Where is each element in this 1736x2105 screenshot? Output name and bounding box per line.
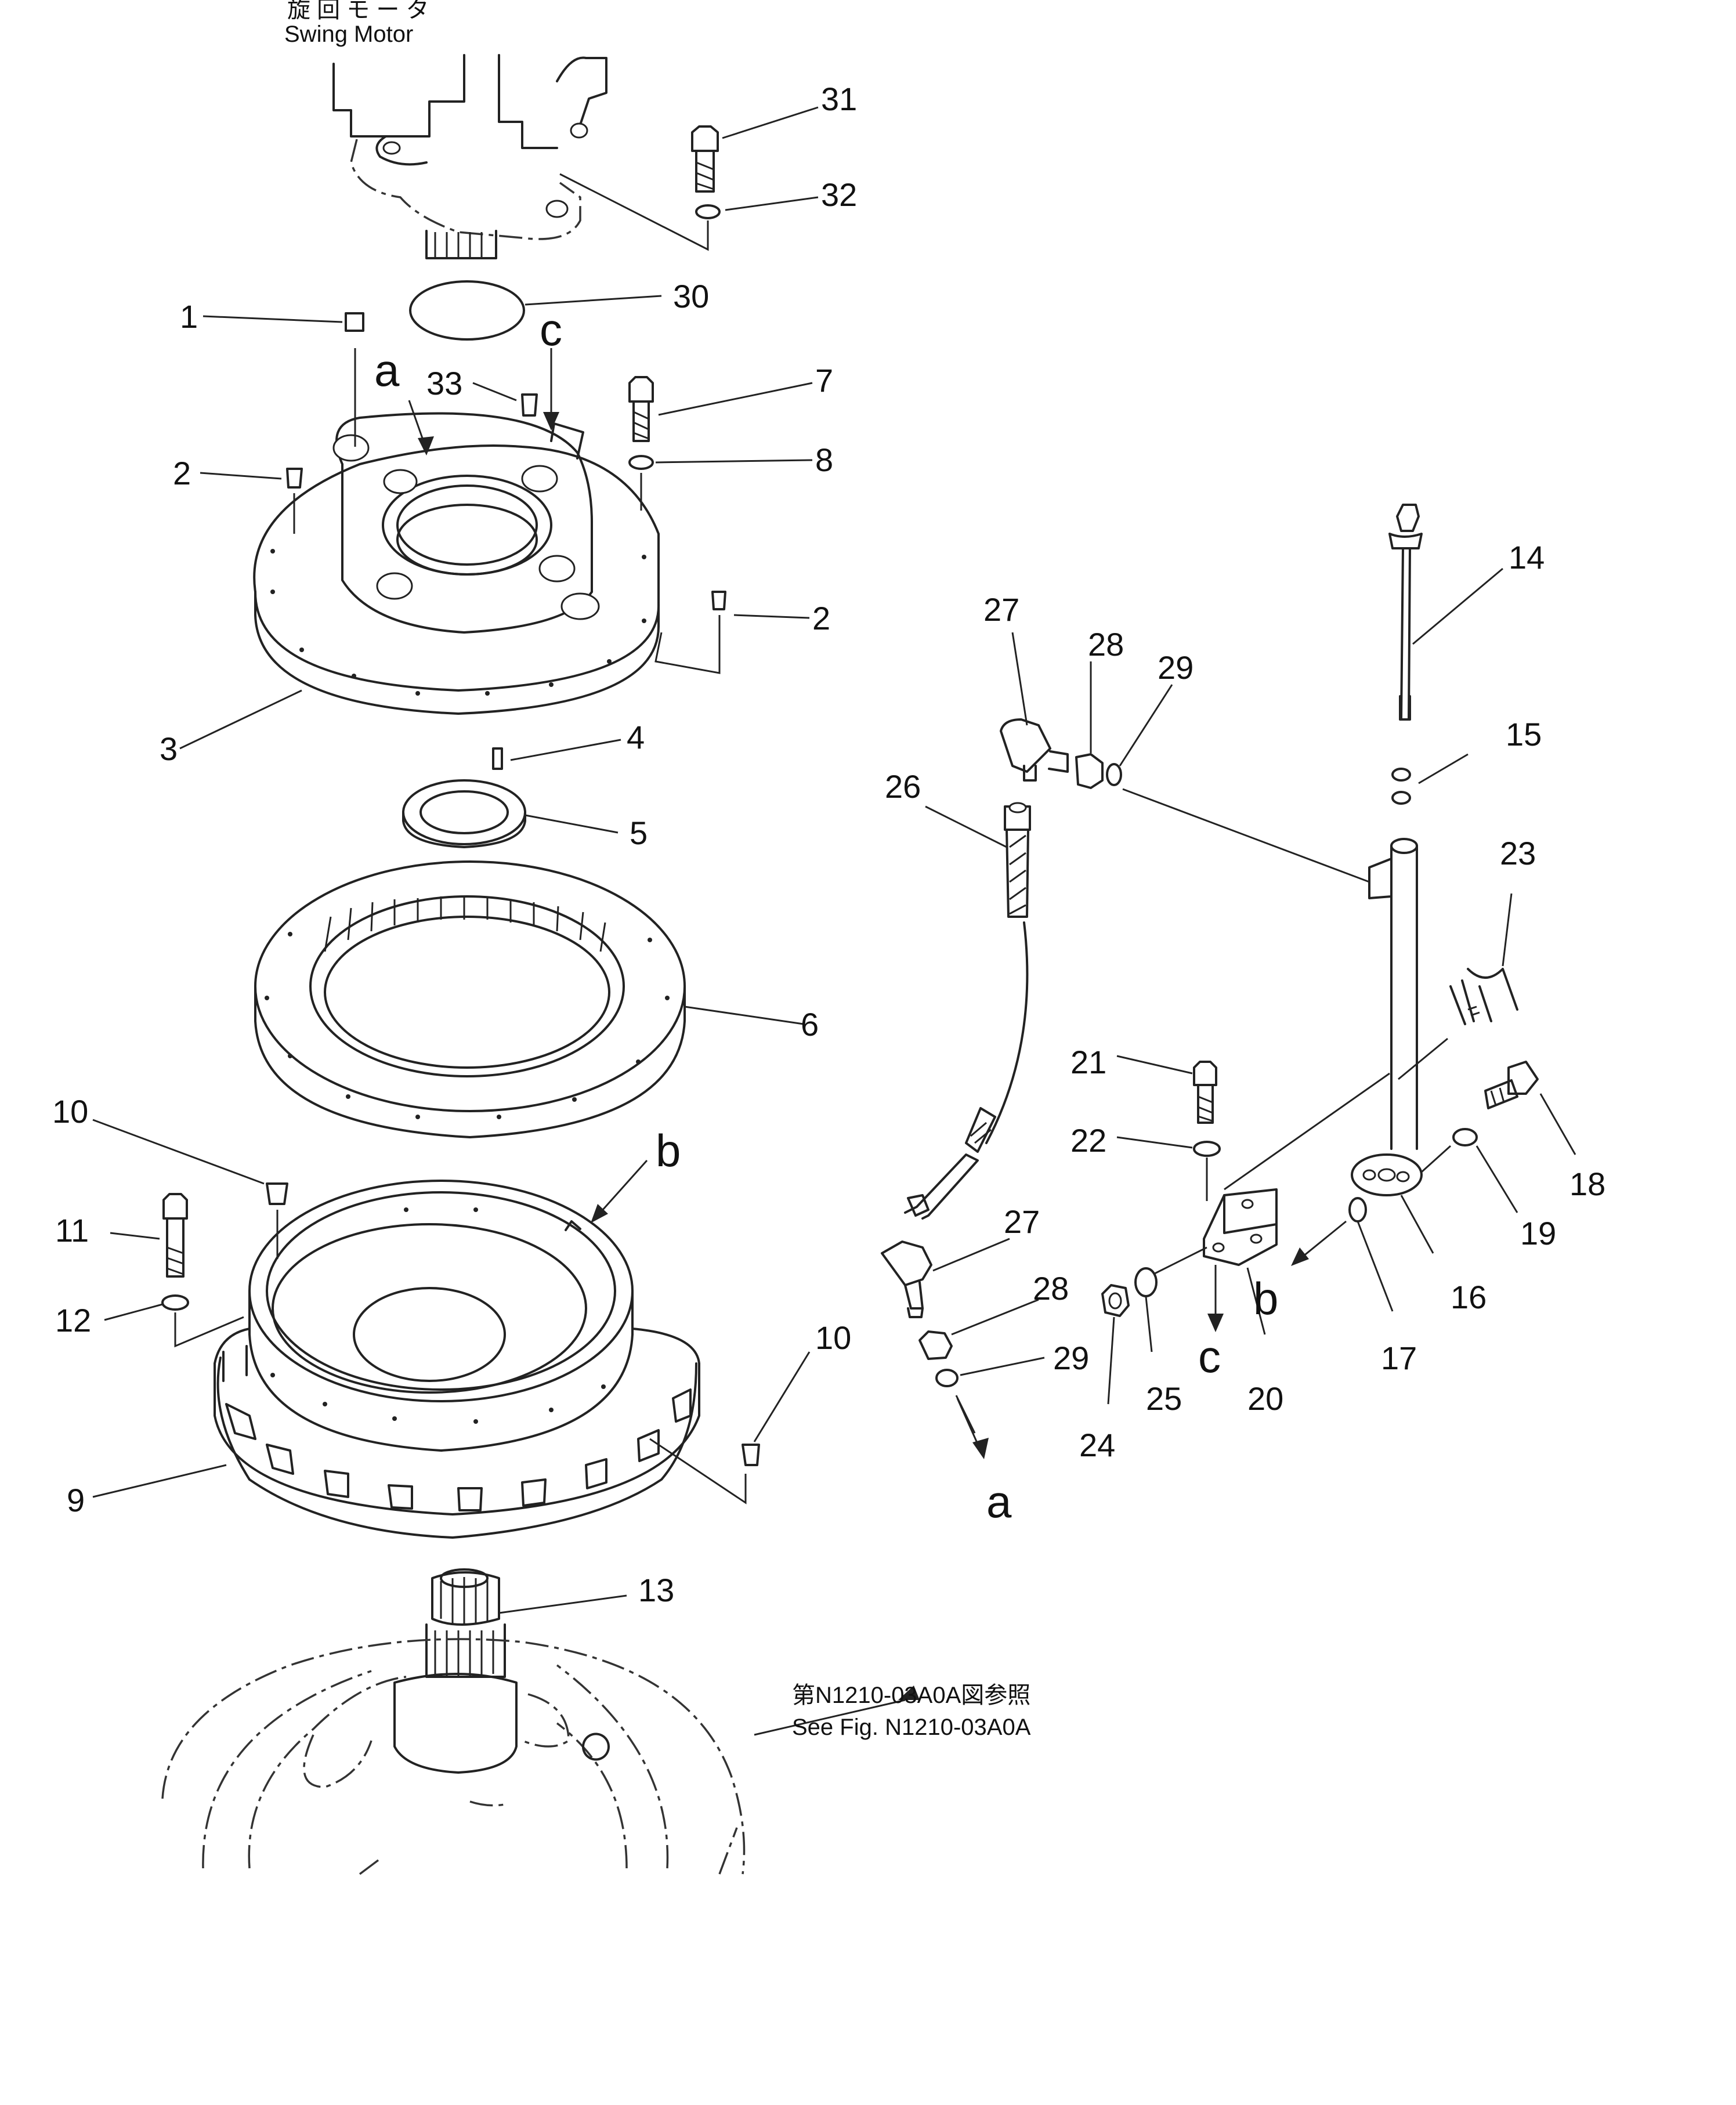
callout-16: 16	[1451, 1279, 1487, 1315]
callout-31: 31	[821, 81, 857, 117]
elbow-27-bottom	[881, 1240, 932, 1318]
swing-motor-drawing: 旋 回 モ ー タ Swing Motor	[284, 0, 607, 259]
reference-note-en: See Fig. N1210-03A0A	[792, 1715, 1031, 1740]
nut-28-bottom	[918, 1330, 953, 1360]
callout-28-bottom: 28	[1033, 1270, 1069, 1307]
washer-12	[161, 1294, 189, 1311]
plug-33	[521, 393, 538, 417]
letter-c-right: c	[1198, 1331, 1221, 1382]
callout-21: 21	[1070, 1044, 1106, 1080]
callout-4: 4	[627, 719, 645, 755]
callout-33: 33	[426, 365, 462, 402]
shaft-13	[393, 1568, 518, 1774]
washer-8	[628, 455, 654, 470]
bolt-7	[628, 376, 654, 442]
bolt-11	[162, 1193, 188, 1278]
callout-27-bottom: 27	[1004, 1203, 1040, 1240]
callout-32: 32	[821, 176, 857, 213]
washer-32	[695, 204, 721, 219]
plug-2-left	[286, 468, 303, 489]
callout-2-right: 2	[812, 600, 830, 636]
housing-9	[214, 1180, 700, 1539]
nut-28-top	[1075, 753, 1104, 789]
callout-1: 1	[180, 298, 198, 335]
callout-23: 23	[1500, 835, 1536, 871]
reference-note-jp: 第N1210-03A0A図参照	[792, 1683, 1030, 1708]
o-ring-15a	[1391, 768, 1411, 782]
callout-25: 25	[1146, 1380, 1182, 1417]
nut-24	[1101, 1284, 1130, 1317]
callout-27-top: 27	[983, 591, 1019, 628]
callout-13: 13	[638, 1572, 674, 1608]
gauge-pipe-16	[1351, 838, 1423, 1196]
callout-numbers: 1 2 2 3 4 5 6 7 8 9 10 10 11 12 13 14 15…	[52, 81, 1605, 1608]
callout-10-right: 10	[815, 1319, 851, 1356]
letter-b-right: b	[1253, 1273, 1278, 1324]
callout-26: 26	[885, 768, 921, 805]
callout-5: 5	[630, 815, 648, 851]
washer-25	[1134, 1267, 1158, 1297]
callout-6: 6	[801, 1006, 819, 1043]
callout-28-top: 28	[1088, 626, 1124, 663]
callout-7: 7	[815, 362, 833, 399]
callout-19: 19	[1520, 1215, 1556, 1252]
letter-a-bottom: a	[986, 1476, 1012, 1527]
letter-arrows	[408, 348, 1347, 1700]
plate-5	[402, 779, 526, 848]
swing-motor-label-en: Swing Motor	[284, 21, 413, 47]
callout-8: 8	[815, 442, 833, 478]
callout-9: 9	[67, 1482, 85, 1518]
bolt-21	[1193, 1061, 1217, 1124]
o-ring-17	[1348, 1197, 1367, 1223]
callout-29-top: 29	[1158, 649, 1194, 686]
u-bolt-23	[1449, 968, 1518, 1025]
callout-18: 18	[1569, 1166, 1605, 1202]
bolt-18	[1484, 1061, 1539, 1109]
bracket-20	[1203, 1188, 1278, 1266]
callout-17: 17	[1381, 1340, 1417, 1376]
callout-10-left: 10	[52, 1093, 88, 1130]
plug-2-right	[711, 591, 726, 610]
callout-15: 15	[1506, 716, 1542, 753]
o-ring-30	[409, 280, 525, 341]
washer-22	[1193, 1141, 1221, 1157]
plug-1	[345, 312, 364, 332]
o-ring-29-bottom	[935, 1369, 959, 1387]
letter-a-top: a	[374, 345, 400, 396]
housing-3	[253, 412, 660, 715]
callout-leaders	[92, 106, 1576, 1736]
callout-29-bottom: 29	[1053, 1340, 1089, 1376]
callout-22: 22	[1070, 1122, 1106, 1159]
callout-11: 11	[55, 1212, 89, 1249]
letter-c-top: c	[540, 304, 562, 355]
callout-12: 12	[55, 1302, 91, 1339]
letter-b-left: b	[656, 1125, 681, 1176]
bolt-31	[691, 125, 719, 193]
callout-20: 20	[1247, 1380, 1283, 1417]
o-ring-15b	[1391, 791, 1411, 805]
ring-gear-6	[254, 860, 686, 1138]
callout-2-left: 2	[173, 455, 191, 491]
hose-26	[904, 802, 1031, 1220]
swing-motor-label-jp: 旋 回 モ ー タ	[287, 0, 429, 23]
pin-4	[492, 747, 503, 770]
callout-3: 3	[160, 730, 178, 767]
elbow-27-top	[1000, 718, 1069, 782]
final-drive-phantom	[161, 1638, 746, 1875]
washer-19	[1452, 1128, 1478, 1146]
callout-30: 30	[673, 278, 709, 314]
plug-10-left	[266, 1182, 288, 1205]
callout-14: 14	[1509, 539, 1545, 576]
plug-10-right	[742, 1444, 760, 1466]
callout-24: 24	[1079, 1427, 1115, 1463]
dipstick-14	[1388, 504, 1423, 721]
o-ring-29-top	[1106, 763, 1122, 786]
